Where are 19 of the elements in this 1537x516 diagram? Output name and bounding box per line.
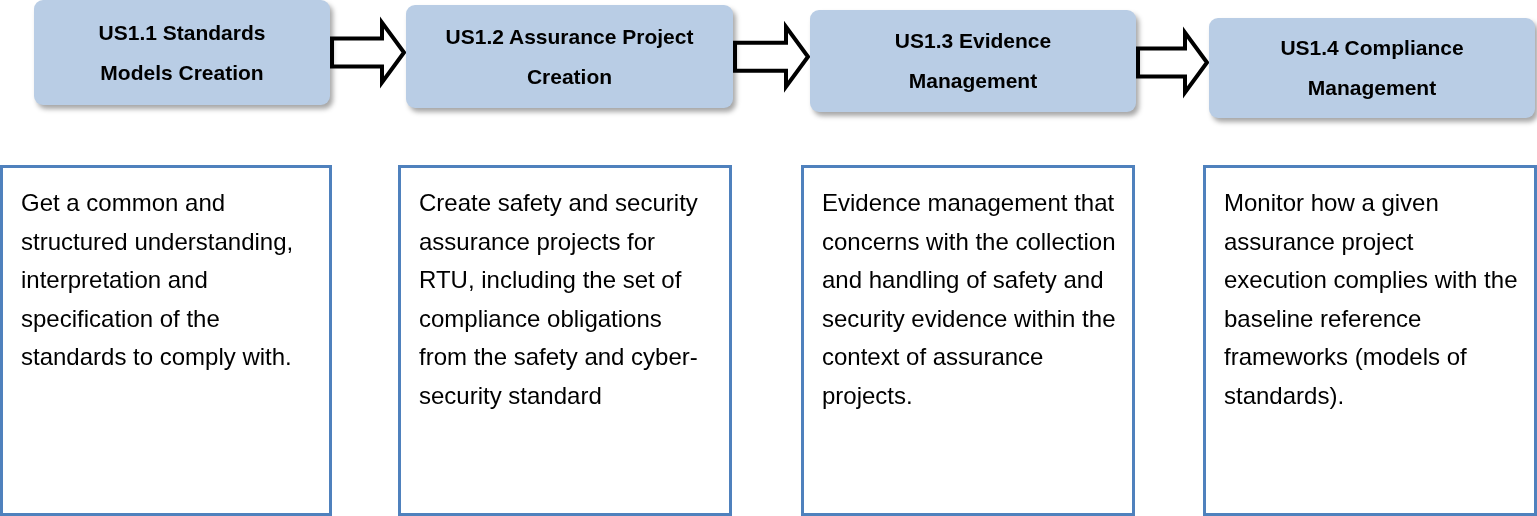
description-box [1203,165,1537,516]
step-description: Get a common and structured understanding, interpretation and specification of the standards to comply with. [21,189,294,370]
block-arrow [1136,26,1210,99]
block-arrow [733,20,811,93]
step-description: Monitor how a given assurance project execution complies with the baseline reference frameworks (models of standards). [1224,189,1518,409]
step-header-box [34,0,330,105]
step-title: US1.2 Assurance Project Creation [444,23,695,90]
step-title: US1.1 Standards Models Creation [97,19,267,86]
step-description: Evidence management that concerns with the collection and handling of safety and security evidence within the context of assurance projects. [822,189,1116,409]
step-title: US1.3 Evidence Management [893,28,1053,94]
description-box [0,165,332,516]
step-header-box [1209,18,1535,118]
step-header-box [810,10,1136,112]
step-title: US1.4 Compliance Management [1279,35,1465,101]
step-header-box [406,5,733,108]
step-description: Create safety and security assurance projects for RTU, including the set of compliance obligations from the safety and cyber-security standard [419,189,698,409]
description-box [398,165,732,516]
block-arrow [330,16,407,89]
description-box [801,165,1135,516]
